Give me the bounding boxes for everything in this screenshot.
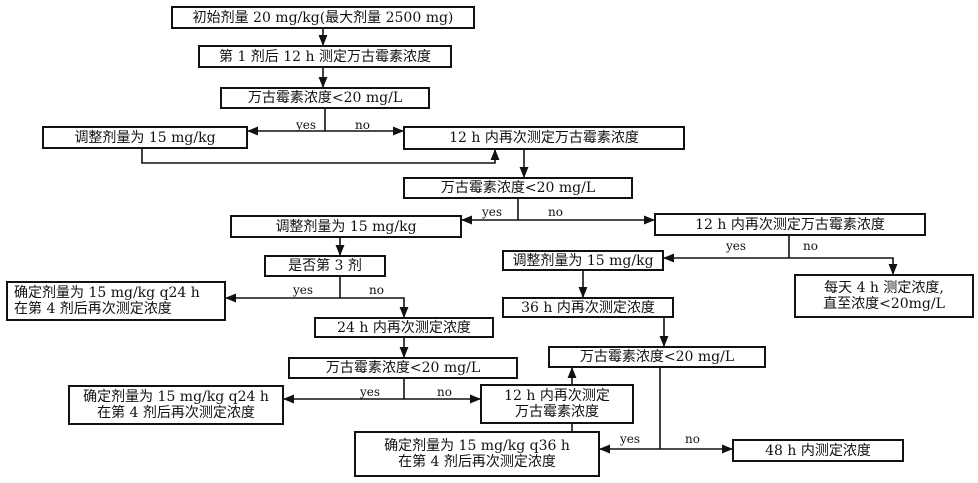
node-decision-level-4-line-1: 万古霉素浓度<20 mg/L bbox=[325, 360, 481, 376]
node-adjust-dose-a: 调整剂量为 15 mg/kg bbox=[42, 126, 248, 149]
node-recheck-12h-c-line-1: 12 h 内再次测定 bbox=[504, 388, 610, 404]
edge-adjust-a-loop bbox=[141, 148, 500, 164]
node-recheck-12h-c: 12 h 内再次测定 万古霉素浓度 bbox=[480, 384, 634, 424]
node-fix-dose-q36-line-1: 确定剂量为 15 mg/kg q36 h bbox=[384, 438, 570, 454]
node-third-dose-decision-line-1: 是否第 3 剂 bbox=[288, 258, 362, 274]
node-recheck-12h-b: 12 h 内再次测定万古霉素浓度 bbox=[654, 213, 926, 236]
node-recheck-12h-c-line-2: 万古霉素浓度 bbox=[515, 404, 599, 420]
node-decision-level-2-line-1: 万古霉素浓度<20 mg/L bbox=[440, 180, 596, 196]
node-fix-dose-q24-a-line-2: 在第 4 剂后再次测定浓度 bbox=[14, 301, 172, 317]
node-decision-level-1: 万古霉素浓度<20 mg/L bbox=[220, 87, 430, 109]
node-adjust-dose-c-line-1: 调整剂量为 15 mg/kg bbox=[512, 252, 654, 269]
node-daily-monitor-line-1: 每天 4 h 测定浓度, bbox=[824, 280, 944, 296]
node-daily-monitor: 每天 4 h 测定浓度, 直至浓度<20mg/L bbox=[794, 274, 974, 318]
node-decision-level-3-line-1: 万古霉素浓度<20 mg/L bbox=[579, 349, 735, 365]
node-fix-dose-q24-b: 确定剂量为 15 mg/kg q24 h 在第 4 剂后再次测定浓度 bbox=[68, 385, 284, 425]
node-fix-dose-q24-b-line-1: 确定剂量为 15 mg/kg q24 h bbox=[83, 389, 269, 405]
node-recheck-24h-line-1: 24 h 内再次测定浓度 bbox=[337, 319, 471, 336]
node-first-level-check-line-1: 第 1 剂后 12 h 测定万古霉素浓度 bbox=[219, 48, 431, 65]
node-recheck-48h: 48 h 内测定浓度 bbox=[732, 439, 904, 462]
branch-label-yes-2: yes bbox=[482, 205, 503, 219]
branch-label-no-6: no bbox=[685, 432, 700, 446]
edge-recheck-b-no bbox=[789, 257, 898, 276]
node-fix-dose-q24-b-line-2: 在第 4 剂后再次测定浓度 bbox=[97, 405, 255, 421]
branch-label-no-1: no bbox=[355, 118, 370, 132]
node-adjust-dose-b: 调整剂量为 15 mg/kg bbox=[230, 215, 462, 238]
node-decision-level-4: 万古霉素浓度<20 mg/L bbox=[288, 357, 518, 379]
node-daily-monitor-line-2: 直至浓度<20mg/L bbox=[823, 296, 945, 312]
node-adjust-dose-c: 调整剂量为 15 mg/kg bbox=[502, 250, 664, 271]
node-adjust-dose-b-line-1: 调整剂量为 15 mg/kg bbox=[275, 218, 417, 235]
branch-label-yes-6: yes bbox=[620, 432, 641, 446]
node-initial-dose-line-1: 初始剂量 20 mg/kg(最大剂量 2500 mg) bbox=[192, 9, 454, 26]
edge-third-dose-no bbox=[340, 297, 409, 319]
node-recheck-48h-line-1: 48 h 内测定浓度 bbox=[765, 442, 871, 459]
branch-label-no-5: no bbox=[437, 385, 452, 399]
node-recheck-12h-a: 12 h 内再次测定万古霉素浓度 bbox=[403, 126, 685, 150]
node-decision-level-3: 万古霉素浓度<20 mg/L bbox=[548, 346, 766, 368]
node-fix-dose-q24-a-line-1: 确定剂量为 15 mg/kg q24 h bbox=[14, 285, 200, 301]
node-fix-dose-q36-line-2: 在第 4 剂后再次测定浓度 bbox=[398, 454, 556, 470]
node-decision-level-2: 万古霉素浓度<20 mg/L bbox=[403, 177, 633, 199]
branch-label-no-3: no bbox=[803, 239, 818, 253]
node-fix-dose-q24-a: 确定剂量为 15 mg/kg q24 h 在第 4 剂后再次测定浓度 bbox=[6, 281, 226, 321]
node-recheck-12h-b-line-1: 12 h 内再次测定万古霉素浓度 bbox=[695, 216, 885, 233]
branch-label-yes-1: yes bbox=[296, 118, 317, 132]
node-adjust-dose-a-line-1: 调整剂量为 15 mg/kg bbox=[74, 129, 216, 146]
node-recheck-24h: 24 h 内再次测定浓度 bbox=[314, 317, 494, 338]
node-third-dose-decision: 是否第 3 剂 bbox=[264, 255, 386, 277]
branch-label-no-2: no bbox=[548, 205, 563, 219]
branch-label-yes-4: yes bbox=[293, 283, 314, 297]
node-fix-dose-q36: 确定剂量为 15 mg/kg q36 h 在第 4 剂后再次测定浓度 bbox=[354, 431, 600, 477]
node-first-level-check: 第 1 剂后 12 h 测定万古霉素浓度 bbox=[198, 45, 452, 68]
node-initial-dose: 初始剂量 20 mg/kg(最大剂量 2500 mg) bbox=[171, 6, 475, 29]
branch-label-yes-3: yes bbox=[726, 239, 747, 253]
branch-label-no-4: no bbox=[369, 283, 384, 297]
node-recheck-36h: 36 h 内再次测定浓度 bbox=[502, 297, 674, 318]
branch-label-yes-5: yes bbox=[360, 385, 381, 399]
node-decision-level-1-line-1: 万古霉素浓度<20 mg/L bbox=[247, 90, 403, 106]
node-recheck-36h-line-1: 36 h 内再次测定浓度 bbox=[521, 299, 655, 316]
node-recheck-12h-a-line-1: 12 h 内再次测定万古霉素浓度 bbox=[449, 130, 639, 146]
